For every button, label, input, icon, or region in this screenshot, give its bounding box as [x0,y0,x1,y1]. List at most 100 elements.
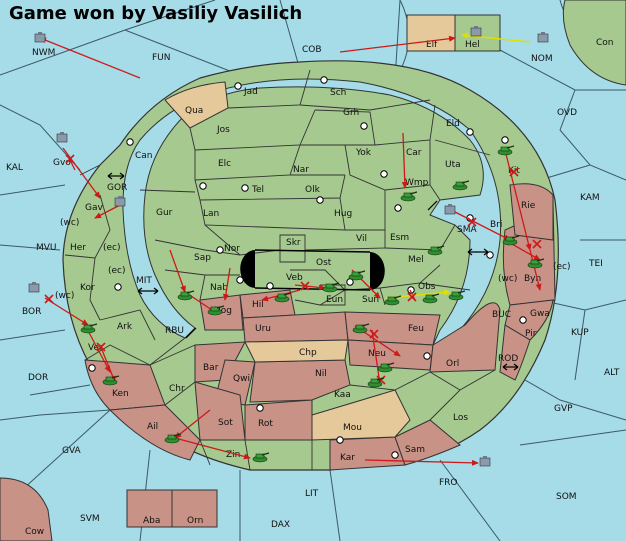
label-som: SOM [556,492,577,502]
label-hel: Hel [465,40,480,50]
label-sun: Sun [362,295,379,305]
territory-qua[interactable] [164,81,229,129]
label-gva: GVA [62,446,82,456]
label-rod: ROD [498,354,518,364]
label-esm: Esm [390,233,409,243]
label-mou: Mou [343,423,362,433]
label-aba: Aba [143,516,160,526]
label-fun: FUN [152,53,171,63]
label-rbu: RBU [165,326,184,336]
label-orn: Orn [187,516,203,526]
label-grh: Grh [343,108,359,118]
label-chp: Chp [299,348,317,358]
label-ec3: (ec) [108,266,126,276]
label-hil: Hil [252,300,264,310]
territory-mou[interactable] [311,389,411,441]
label-alt: ALT [604,368,620,378]
game-title: Game won by Vasiliy Vasilich [9,3,302,24]
label-ec1: (ec) [103,243,121,253]
label-byn: Byn [524,274,541,284]
label-ver: Ver [88,343,103,353]
label-tei: TEI [588,259,603,269]
label-buc: BUC [492,310,511,320]
label-olk: Olk [305,185,321,195]
label-gav: Gav [85,203,103,213]
adjacency-arrows [107,172,519,371]
label-cob: COB [302,45,322,55]
label-vil: Vil [356,234,367,244]
label-ail: Ail [147,422,158,432]
passage-markers [240,249,385,291]
label-uta: Uta [445,160,461,170]
label-kaa: Kaa [334,390,351,400]
label-ovd: OVD [557,108,577,118]
label-mit: MIT [136,276,152,286]
territory-rot[interactable] [244,399,313,441]
label-ken: Ken [112,389,129,399]
label-wmp: Wmp [405,178,429,188]
failed-orders [44,154,542,385]
label-chr: Chr [169,384,185,394]
label-wc3: (wc) [55,291,74,301]
label-eld: Eld [446,119,460,129]
territory-sam[interactable] [394,419,461,466]
label-veb: Veb [286,273,303,283]
label-bar: Bar [203,363,219,373]
territory-rie[interactable] [509,183,554,241]
label-orl: Orl [446,359,459,369]
label-pir: Pir [525,329,537,339]
label-nwm: NWM [32,48,55,58]
territory-cow[interactable] [0,477,53,541]
label-sma: SMA [457,225,477,235]
label-tel: Tel [251,185,264,195]
label-sch: Sch [330,88,346,98]
label-ark: Ark [117,322,133,332]
territory-orn[interactable] [171,489,218,528]
label-sot: Sot [218,418,233,428]
label-sap: Sap [194,253,211,263]
label-nil: Nil [315,369,327,379]
label-dax: DAX [271,520,290,530]
territory-orl[interactable] [429,302,501,373]
label-hug: Hug [334,209,352,219]
label-car: Car [406,148,422,158]
label-gor: GOR [107,183,127,193]
label-nar: Nar [293,165,309,175]
label-lan: Lan [203,209,219,219]
label-kam: KAM [580,193,600,203]
territory-con[interactable] [562,0,626,86]
label-kup: KUP [571,328,589,338]
red-territories [84,183,556,471]
label-her: Her [70,243,86,253]
label-sam: Sam [405,445,425,455]
label-jos: Jos [216,125,230,135]
label-jad: Jad [243,87,258,97]
label-gwa: Gwa [530,309,550,319]
label-gvp: GVP [554,404,573,414]
label-uru: Uru [255,324,271,334]
label-mvu: MVU [36,243,57,253]
label-cow: Cow [25,527,44,537]
label-can: Can [135,151,153,161]
label-wc1: (wc) [60,218,79,228]
label-svm: SVM [80,514,100,524]
territory-ail[interactable] [108,404,201,461]
label-qwi: Qwi [233,374,250,384]
label-wc2: (wc) [498,274,517,284]
label-nog: Nog [214,306,232,316]
label-neu: Neu [368,349,386,359]
label-feu: Feu [408,324,424,334]
territory-pir[interactable] [499,324,531,381]
label-bor: BOR [22,307,41,317]
label-skr: Skr [286,238,301,248]
label-yok: Yok [355,148,372,158]
label-ost: Ost [316,258,332,268]
territory-neu[interactable] [347,339,434,371]
label-eun: Eun [326,295,343,305]
label-obs: Obs [418,282,436,292]
territory-chp[interactable] [244,339,349,363]
label-rot: Rot [258,419,273,429]
label-kar: Kar [340,453,355,463]
label-fro: FRO [439,478,458,488]
